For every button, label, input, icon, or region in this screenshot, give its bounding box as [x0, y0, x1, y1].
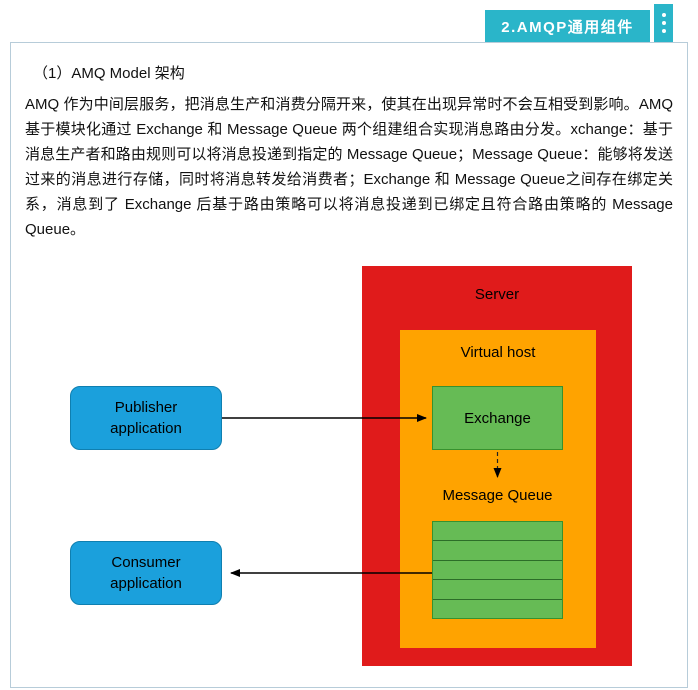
queue-row	[433, 561, 562, 581]
publisher-application-box: Publisher application	[70, 386, 222, 450]
page-title: （1）AMQ Model 架构	[33, 65, 185, 82]
section-tab[interactable]: 2.AMQP通用组件	[485, 10, 650, 42]
virtual-host-label: Virtual host	[460, 344, 536, 361]
body-paragraph: AMQ 作为中间层服务，把消息生产和消费分隔开来，使其在出现异常时不会互相受到影…	[25, 96, 673, 238]
consumer-application-box: Consumer application	[70, 541, 222, 605]
vertical-dots-icon[interactable]	[654, 4, 673, 42]
server-label: Server	[474, 286, 520, 303]
queue-row	[433, 580, 562, 600]
content-frame: （1）AMQ Model 架构 AMQ 作为中间层服务，把消息生产和消费分隔开来…	[10, 42, 688, 688]
queue-row	[433, 522, 562, 542]
dot	[661, 21, 666, 25]
message-queue-label: Message Queue	[442, 487, 553, 504]
queue-row	[433, 541, 562, 561]
amq-model-diagram: Server Virtual host Exchange Message Que…	[25, 260, 673, 680]
dot	[661, 13, 666, 17]
dot	[661, 29, 666, 33]
exchange-box: Exchange	[432, 386, 563, 450]
message-queue-box	[432, 521, 563, 619]
queue-row	[433, 600, 562, 618]
